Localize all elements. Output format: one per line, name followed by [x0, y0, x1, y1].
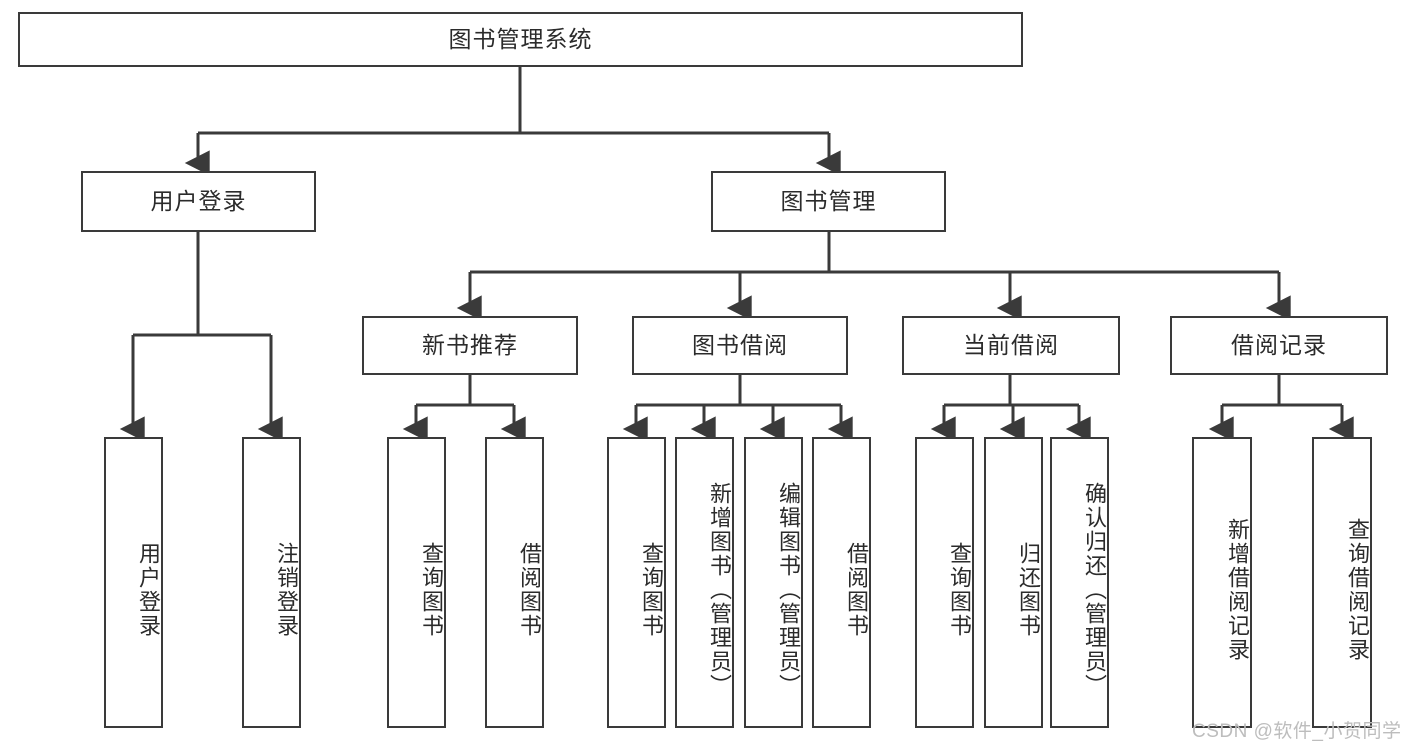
node-leaf-query-book-1[interactable]: 查询图书 — [387, 437, 446, 728]
node-book-borrow[interactable]: 图书借阅 — [632, 316, 848, 375]
node-current-borrow[interactable]: 当前借阅 — [902, 316, 1120, 375]
node-new-book-rec-label: 新书推荐 — [422, 331, 518, 358]
node-leaf-user-login[interactable]: 用户登录 — [104, 437, 163, 728]
node-leaf-user-login-label: 用户登录 — [136, 541, 161, 638]
node-leaf-edit-book[interactable]: 编辑图书（管理员） — [744, 437, 803, 728]
node-leaf-confirm-return[interactable]: 确认归还（管理员） — [1050, 437, 1109, 728]
node-leaf-add-book-label: 新增图书（管理员） — [707, 481, 732, 698]
node-leaf-query-record[interactable]: 查询借阅记录 — [1312, 437, 1372, 728]
node-book-manage-label: 图书管理 — [780, 187, 877, 214]
node-leaf-return-book-label: 归还图书 — [1016, 541, 1041, 638]
node-borrow-record-label: 借阅记录 — [1231, 331, 1327, 358]
node-leaf-borrow-book-1[interactable]: 借阅图书 — [485, 437, 544, 728]
node-leaf-user-logout[interactable]: 注销登录 — [242, 437, 301, 728]
node-new-book-rec[interactable]: 新书推荐 — [362, 316, 578, 375]
node-book-borrow-label: 图书借阅 — [692, 331, 788, 358]
node-leaf-user-logout-label: 注销登录 — [274, 541, 299, 638]
node-leaf-query-book-3[interactable]: 查询图书 — [915, 437, 974, 728]
node-borrow-record[interactable]: 借阅记录 — [1170, 316, 1388, 375]
watermark: CSDN @软件_小贺同学 — [1192, 721, 1402, 742]
node-leaf-edit-book-label: 编辑图书（管理员） — [776, 481, 801, 698]
node-user-login[interactable]: 用户登录 — [81, 171, 316, 232]
node-leaf-borrow-book-2[interactable]: 借阅图书 — [812, 437, 871, 728]
node-leaf-query-book-3-label: 查询图书 — [947, 541, 972, 638]
node-leaf-borrow-book-1-label: 借阅图书 — [517, 541, 542, 638]
node-leaf-query-book-1-label: 查询图书 — [419, 541, 444, 638]
node-leaf-add-record[interactable]: 新增借阅记录 — [1192, 437, 1252, 728]
node-root[interactable]: 图书管理系统 — [18, 12, 1023, 67]
node-root-label: 图书管理系统 — [448, 25, 593, 52]
node-leaf-query-book-2-label: 查询图书 — [639, 541, 664, 638]
node-leaf-borrow-book-2-label: 借阅图书 — [844, 541, 869, 638]
node-leaf-query-book-2[interactable]: 查询图书 — [607, 437, 666, 728]
node-book-manage[interactable]: 图书管理 — [711, 171, 946, 232]
node-leaf-query-record-label: 查询借阅记录 — [1345, 517, 1370, 662]
node-leaf-add-record-label: 新增借阅记录 — [1225, 517, 1250, 662]
node-user-login-label: 用户登录 — [150, 187, 247, 214]
node-leaf-add-book[interactable]: 新增图书（管理员） — [675, 437, 734, 728]
node-current-borrow-label: 当前借阅 — [963, 331, 1059, 358]
node-leaf-confirm-return-label: 确认归还（管理员） — [1082, 481, 1107, 698]
node-leaf-return-book[interactable]: 归还图书 — [984, 437, 1043, 728]
